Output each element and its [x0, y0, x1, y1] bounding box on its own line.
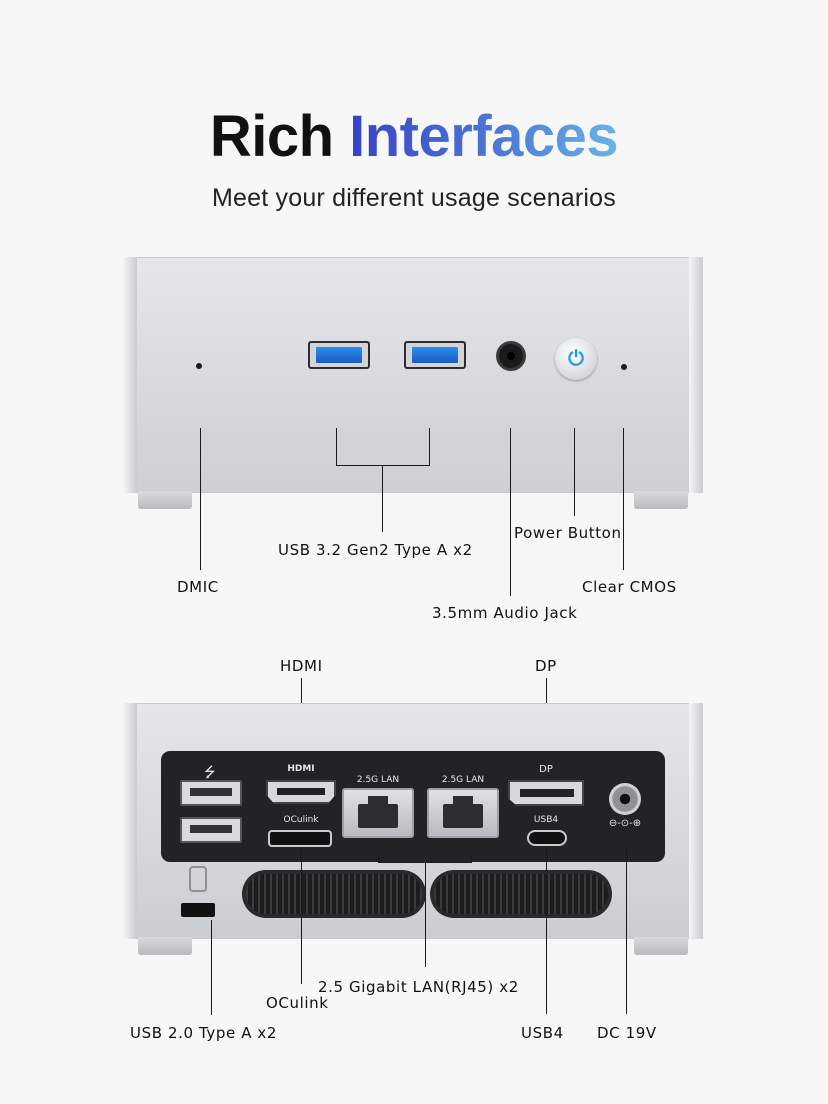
label-hdmi: HDMI	[280, 657, 323, 675]
label-oculink: OCulink	[266, 994, 329, 1012]
vent-right	[430, 870, 612, 918]
usb2-port-1	[180, 780, 242, 806]
lan-port-2	[427, 788, 499, 838]
usb-symbol-icon: ⭍	[204, 764, 216, 780]
lock-icon	[189, 866, 207, 892]
lan-port-1	[342, 788, 414, 838]
rear-edge-left	[123, 703, 137, 939]
usb4-callout-line	[546, 846, 548, 1014]
usb3-port-2	[404, 341, 466, 369]
vent-left	[242, 870, 426, 918]
usb32-callout-line-left	[336, 428, 338, 466]
front-foot-right	[634, 491, 688, 509]
front-panel-image	[123, 257, 703, 493]
page-title: Rich Interfaces	[0, 104, 828, 170]
panel-label-lan-1: 2.5G LAN	[356, 775, 400, 785]
hdmi-port	[266, 780, 336, 804]
rear-edge-right	[689, 703, 703, 939]
dc-callout-line	[626, 846, 628, 1014]
audio-jack	[496, 341, 526, 371]
rear-foot-left	[138, 937, 192, 955]
cmos-callout-line	[623, 428, 625, 570]
label-audio-jack: 3.5mm Audio Jack	[432, 604, 578, 622]
kensington-lock-slot	[181, 903, 215, 917]
dmic-hole	[196, 363, 202, 369]
label-usb20: USB 2.0 Type A x2	[130, 1024, 278, 1042]
oculink-port	[268, 830, 332, 847]
power-callout-line	[574, 428, 576, 516]
clear-cmos-hole	[621, 364, 627, 370]
usb4-port	[527, 830, 567, 846]
rear-foot-right	[634, 937, 688, 955]
usb3-port-1	[308, 341, 370, 369]
label-clear-cmos: Clear CMOS	[582, 578, 677, 596]
usb32-callout-stem	[382, 465, 384, 532]
panel-label-usb4: USB4	[533, 815, 559, 825]
dc-power-jack	[609, 783, 641, 815]
label-dmic: DMIC	[177, 578, 219, 596]
usb32-callout-line-right	[429, 428, 431, 466]
panel-label-lan-2: 2.5G LAN	[441, 775, 485, 785]
front-foot-left	[138, 491, 192, 509]
usb2-port-2	[180, 817, 242, 843]
front-edge-right	[689, 257, 703, 493]
dc-polarity-icon: ⊖-⊙-⊕	[608, 818, 642, 829]
label-lan: 2.5 Gigabit LAN(RJ45) x2	[318, 978, 519, 996]
title-plain: Rich	[209, 104, 334, 169]
label-dc: DC 19V	[597, 1024, 657, 1042]
power-button-icon: ⏻	[555, 338, 597, 380]
usb20-callout-line	[211, 920, 213, 1015]
page-subtitle: Meet your different usage scenarios	[212, 184, 616, 212]
title-accent: Interfaces	[349, 104, 619, 169]
audio-callout-line	[510, 428, 512, 596]
lan-callout-stem	[425, 862, 427, 967]
lan-callout-tick-left	[378, 855, 380, 863]
label-usb32: USB 3.2 Gen2 Type A x2	[278, 541, 473, 559]
front-edge-left	[123, 257, 137, 493]
oculink-callout-line	[301, 849, 303, 984]
panel-label-dp: DP	[539, 764, 553, 775]
label-power-button: Power Button	[514, 524, 622, 542]
panel-label-oculink: OCulink	[283, 815, 319, 825]
dmic-callout-line	[200, 428, 202, 570]
label-usb4: USB4	[521, 1024, 564, 1042]
panel-label-hdmi: HDMI	[287, 764, 315, 774]
lan-callout-tick-right	[471, 855, 473, 863]
label-dp: DP	[535, 657, 557, 675]
displayport-port	[508, 780, 584, 806]
